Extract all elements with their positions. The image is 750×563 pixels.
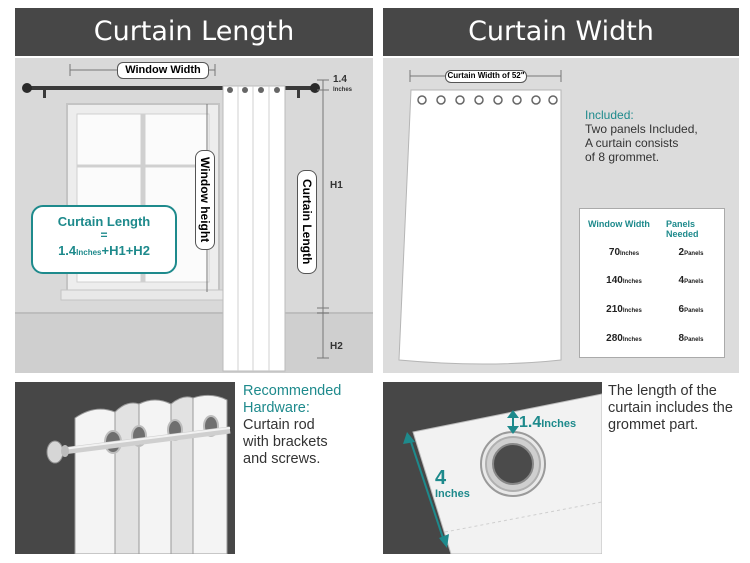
included-line-3: of 8 grommet. bbox=[585, 150, 660, 164]
included-line-1: Two panels Included, bbox=[585, 122, 698, 136]
rod-gap-unit: Inches bbox=[333, 87, 353, 93]
formula-box: Curtain Length = 1.4Inches+H1+H2 bbox=[31, 205, 177, 274]
grommet-top-dim: 1.4Inches bbox=[519, 414, 576, 432]
grommet-illustration bbox=[403, 393, 602, 554]
formula-unit: Inches bbox=[76, 248, 102, 257]
h2-label: H2 bbox=[330, 341, 343, 352]
curtain-width-label: Curtain Width of 52" bbox=[445, 70, 527, 83]
table-header-width: Window Width bbox=[588, 219, 650, 229]
table-header-panels: Panels Needed bbox=[666, 219, 699, 239]
curtain-length-header: Curtain Length bbox=[15, 8, 373, 56]
h1-label: H1 bbox=[330, 180, 343, 191]
window-height-label: Window height bbox=[195, 150, 215, 250]
grommet-panel: 1.4Inches 4 Inches bbox=[383, 382, 602, 554]
window-width-label: Window Width bbox=[117, 62, 209, 79]
curtain-length-panel: Window Width 1.4 Inches Window height Cu… bbox=[15, 58, 373, 373]
included-line-2: A curtain consists bbox=[585, 136, 679, 150]
rod-gap-value: 1.4 bbox=[333, 74, 347, 85]
hardware-line-1: Curtain rod bbox=[243, 417, 315, 433]
curtain-width-header: Curtain Width bbox=[383, 8, 739, 56]
included-note: Included: Two panels Included, A curtain… bbox=[585, 108, 698, 164]
formula-expression: 1.4Inches+H1+H2 bbox=[33, 243, 175, 258]
grommet-side-unit: Inches bbox=[435, 488, 470, 500]
grommet-note-line-1: The length of the bbox=[608, 383, 717, 399]
rod-gap-label: 1.4 Inches bbox=[333, 75, 352, 95]
panels-table: Window Width Panels Needed 70Inches 2Pan… bbox=[579, 208, 725, 358]
formula-title: Curtain Length bbox=[57, 214, 151, 229]
hardware-title-2: Hardware: bbox=[243, 400, 310, 416]
grommet-top-value: 1.4 bbox=[519, 414, 542, 431]
formula-equals: = bbox=[100, 228, 108, 242]
hardware-title-1: Recommended bbox=[243, 383, 342, 399]
included-title: Included: bbox=[585, 108, 634, 122]
formula-rest: +H1+H2 bbox=[101, 243, 150, 258]
curtain-length-title: Curtain Length bbox=[93, 16, 295, 47]
grommet-side-value: 4 bbox=[435, 467, 447, 489]
grommet-note: The length of the curtain includes the g… bbox=[608, 383, 748, 434]
hardware-line-2: with brackets bbox=[243, 434, 328, 450]
formula-value: 1.4 bbox=[58, 243, 77, 258]
curtain-width-panel: Curtain Width of 52" Included: Two panel… bbox=[383, 58, 739, 373]
curtain-length-label: Curtain Length bbox=[297, 170, 317, 274]
grommet-top-unit: Inches bbox=[541, 418, 577, 430]
grommet-note-line-3: grommet part. bbox=[608, 417, 699, 433]
hardware-line-3: and screws. bbox=[243, 451, 321, 467]
grommet-note-line-2: curtain includes the bbox=[608, 400, 733, 416]
hardware-panel bbox=[15, 382, 235, 554]
curtain-width-title: Curtain Width bbox=[468, 16, 654, 47]
curtain-rod-illustration bbox=[46, 394, 231, 554]
grommet-side-dim: 4 Inches bbox=[435, 468, 470, 500]
hardware-note: Recommended Hardware: Curtain rod with b… bbox=[243, 383, 341, 468]
